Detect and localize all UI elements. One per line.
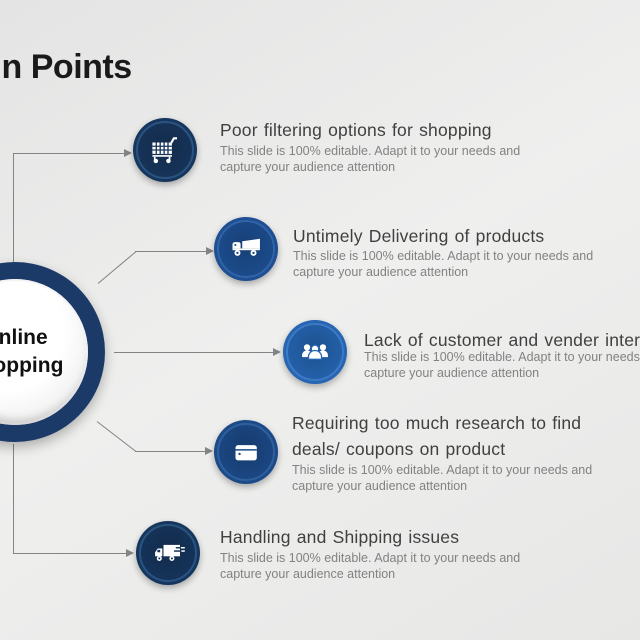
center-circle: Online Shopping xyxy=(0,262,105,442)
center-label-line2: Shopping xyxy=(0,354,64,377)
customers-group-icon xyxy=(302,344,328,361)
pain-point-description: This slide is 100% editable. Adapt it to… xyxy=(220,551,521,581)
arrow-right-icon xyxy=(206,246,214,255)
badge-ring xyxy=(136,121,194,179)
connector-item3-horizontal xyxy=(114,352,273,353)
connector-item2-horizontal xyxy=(135,251,206,252)
pain-point-badge-3 xyxy=(283,320,347,384)
connector-item1-vertical xyxy=(13,153,14,262)
connector-item4-horizontal xyxy=(135,451,205,452)
pain-point-badge-1 xyxy=(133,118,197,182)
pain-point-badge-2 xyxy=(214,217,278,281)
arrow-right-icon xyxy=(126,548,134,557)
arrow-right-icon xyxy=(205,446,213,455)
center-label-line1: Online xyxy=(0,326,48,349)
pain-point-title: Lack of customer and vender interaction xyxy=(364,330,640,350)
pain-point-description: This slide is 100% editable. Adapt it to… xyxy=(364,350,640,380)
slide-title: Pain Points xyxy=(0,48,132,86)
connector-item4-diagonal xyxy=(96,421,137,452)
pain-point-description: This slide is 100% editable. Adapt it to… xyxy=(220,144,521,174)
connector-item1-horizontal xyxy=(13,153,124,154)
connector-item2-diagonal xyxy=(97,250,137,284)
shipping-truck-icon xyxy=(155,544,185,561)
pain-point-badge-4 xyxy=(214,420,278,484)
pain-point-description: This slide is 100% editable. Adapt it to… xyxy=(292,463,593,493)
pain-point-title: Untimely Delivering of products xyxy=(293,226,545,246)
connector-item5-horizontal xyxy=(13,553,126,554)
pain-point-description: This slide is 100% editable. Adapt it to… xyxy=(293,249,594,279)
center-circle-face: Online Shopping xyxy=(0,279,88,425)
shopping-cart-icon xyxy=(152,137,177,164)
arrow-right-icon xyxy=(124,148,132,157)
wallet-icon xyxy=(235,445,257,461)
pain-point-title: Handling and Shipping issues xyxy=(220,527,460,547)
pain-point-badge-5 xyxy=(136,521,200,585)
pain-point-title: Requiring too much research to find deal… xyxy=(292,413,582,459)
arrow-right-icon xyxy=(273,347,281,356)
dump-truck-icon xyxy=(232,238,260,256)
connector-item5-vertical xyxy=(13,444,14,553)
pain-point-title: Poor filtering options for shopping xyxy=(220,120,492,140)
